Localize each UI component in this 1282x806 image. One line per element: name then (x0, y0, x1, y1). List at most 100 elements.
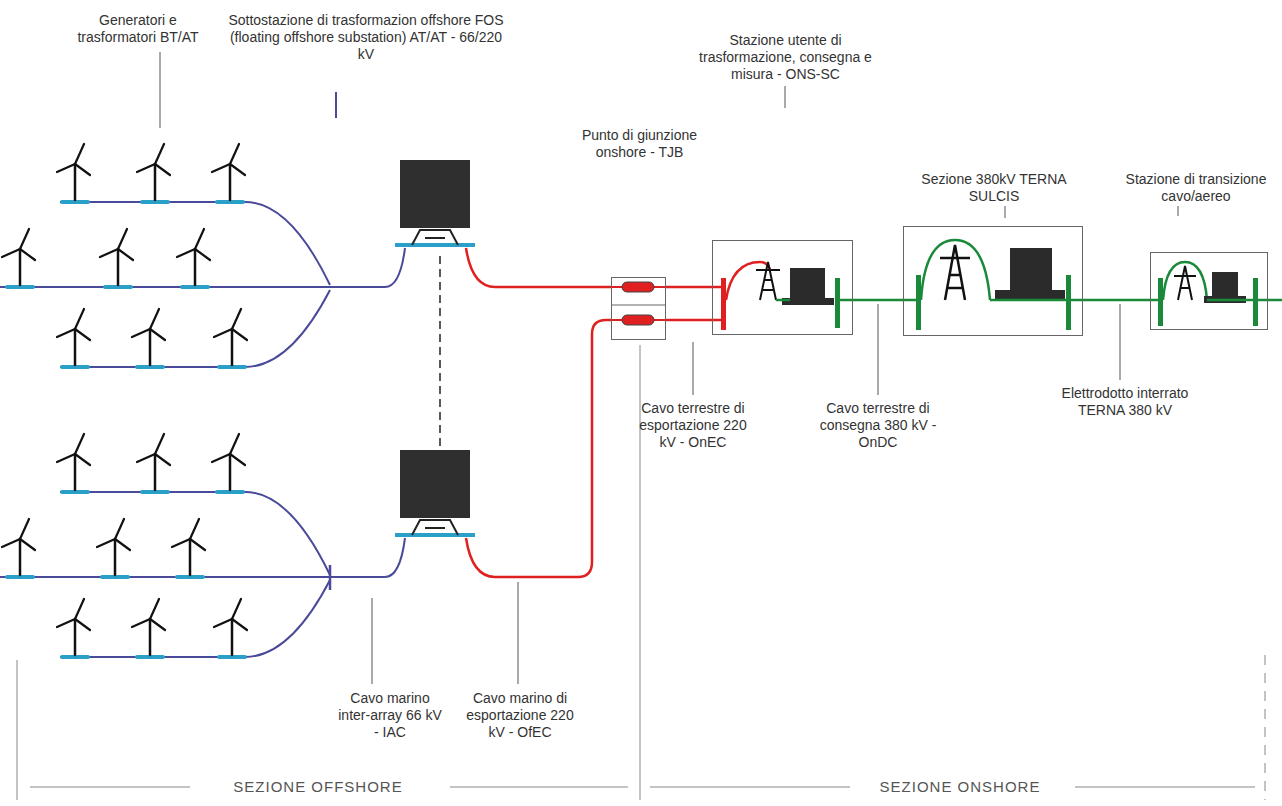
inter-array-cables (0, 202, 405, 657)
turbine-stroke (230, 144, 239, 164)
turbine-stroke (149, 619, 152, 655)
turbine-stroke (75, 309, 84, 329)
turbine-stroke (190, 519, 199, 539)
turbine-stroke (132, 619, 150, 627)
turbine-stroke (155, 164, 170, 175)
turbine-stroke (2, 539, 20, 547)
turbine-stroke (137, 454, 155, 462)
station-heading: Stazione utente di trasformazione, conse… (691, 32, 881, 83)
turbine-stroke (230, 434, 239, 454)
callout-label: Sottostazione di trasformazion offshore … (221, 12, 511, 63)
turbine-stroke (150, 599, 159, 619)
cable-connector (853, 299, 903, 302)
callout-label: Generatori e trasformatori BT/AT (73, 12, 203, 46)
turbine-stroke (154, 454, 157, 490)
wind-turbines (2, 144, 247, 657)
turbine-stroke (74, 329, 77, 365)
station-heading: Punto di giunzione onshore - TJB (570, 127, 710, 161)
turbine-stroke (150, 329, 165, 340)
callout-label: Elettrodotto interrato TERNA 380 kV (1045, 385, 1205, 419)
turbine-stroke (137, 164, 155, 172)
turbine-stroke (2, 249, 20, 257)
station-heading: Stazione di transizione cavo/aereo (1116, 171, 1276, 205)
turbine-stroke (172, 539, 190, 547)
turbine-stroke (75, 619, 90, 630)
turbine-stroke (114, 539, 117, 575)
user-substation-inner (712, 262, 853, 330)
turbine-stroke (115, 539, 130, 550)
callout-label: Cavo terrestre di consegna 380 kV - OnDC (816, 400, 940, 451)
turbine-stroke (190, 539, 205, 550)
turbine-stroke (232, 329, 247, 340)
turbine-stroke (20, 249, 35, 260)
turbine-stroke (115, 519, 124, 539)
turbine-stroke (212, 164, 230, 172)
cable-connector (1083, 299, 1150, 302)
section-dividers (17, 345, 1265, 800)
station-box: Sezione 380kV TERNA SULCIS (903, 226, 1083, 336)
turbine-stroke (232, 619, 247, 630)
turbine-stroke (75, 434, 84, 454)
station-box: Punto di giunzione onshore - TJB (611, 277, 666, 340)
turbine-stroke (229, 454, 232, 490)
turbine-stroke (117, 249, 120, 285)
export-cables (466, 248, 611, 577)
turbine-stroke (20, 229, 29, 249)
turbine-stroke (230, 454, 245, 465)
turbine-stroke (74, 164, 77, 200)
station-box: Stazione di transizione cavo/aereo (1150, 252, 1268, 330)
turbine-stroke (75, 144, 84, 164)
turbine-stroke (231, 619, 234, 655)
turbine-stroke (57, 454, 75, 462)
turbine-stroke (57, 164, 75, 172)
turbine-stroke (74, 454, 77, 490)
floating-substation (395, 160, 475, 535)
junction-bar (329, 565, 332, 590)
turbine-stroke (195, 229, 204, 249)
turbine-stroke (149, 329, 152, 365)
turbine-stroke (177, 249, 195, 257)
leader-lines (160, 52, 1178, 684)
turbine-stroke (150, 309, 159, 329)
turbine-stroke (230, 164, 245, 175)
turbine-stroke (229, 164, 232, 200)
turbine-stroke (97, 539, 115, 547)
turbine-stroke (75, 599, 84, 619)
cable-connector (666, 319, 712, 322)
turbine-stroke (57, 329, 75, 337)
turbine-stroke (195, 249, 210, 260)
turbine-stroke (75, 454, 90, 465)
joint-box-inner (611, 282, 666, 325)
turbine-stroke (194, 249, 197, 285)
turbine-stroke (154, 164, 157, 200)
turbine-stroke (19, 249, 22, 285)
transition-station-inner (1150, 262, 1282, 326)
turbine-stroke (155, 144, 164, 164)
turbine-stroke (20, 519, 29, 539)
turbine-stroke (155, 454, 170, 465)
callout-label: Cavo marino di esportazione 220 kV - OfE… (459, 690, 581, 741)
turbine-stroke (150, 619, 165, 630)
turbine-stroke (231, 329, 234, 365)
turbine-stroke (232, 599, 241, 619)
terna-station-inner (903, 240, 1083, 330)
turbine-stroke (100, 249, 118, 257)
cable-connector (666, 286, 712, 289)
turbine-stroke (232, 309, 241, 329)
turbine-stroke (19, 539, 22, 575)
station-box: Stazione utente di trasformazione, conse… (712, 240, 853, 335)
turbine-stroke (214, 619, 232, 627)
turbine-stroke (189, 539, 192, 575)
turbine-stroke (75, 164, 90, 175)
callout-label: Cavo marino inter-array 66 kV - IAC (334, 690, 446, 741)
section-label: SEZIONE OFFSHORE (227, 778, 408, 796)
callout-label: Cavo terrestre di esportazione 220 kV - … (631, 400, 755, 451)
turbine-stroke (118, 229, 127, 249)
section-label: SEZIONE ONSHORE (874, 778, 1047, 796)
turbine-stroke (74, 619, 77, 655)
turbine-stroke (118, 249, 133, 260)
turbine-stroke (57, 619, 75, 627)
turbine-stroke (155, 434, 164, 454)
turbine-stroke (132, 329, 150, 337)
turbine-stroke (75, 329, 90, 340)
